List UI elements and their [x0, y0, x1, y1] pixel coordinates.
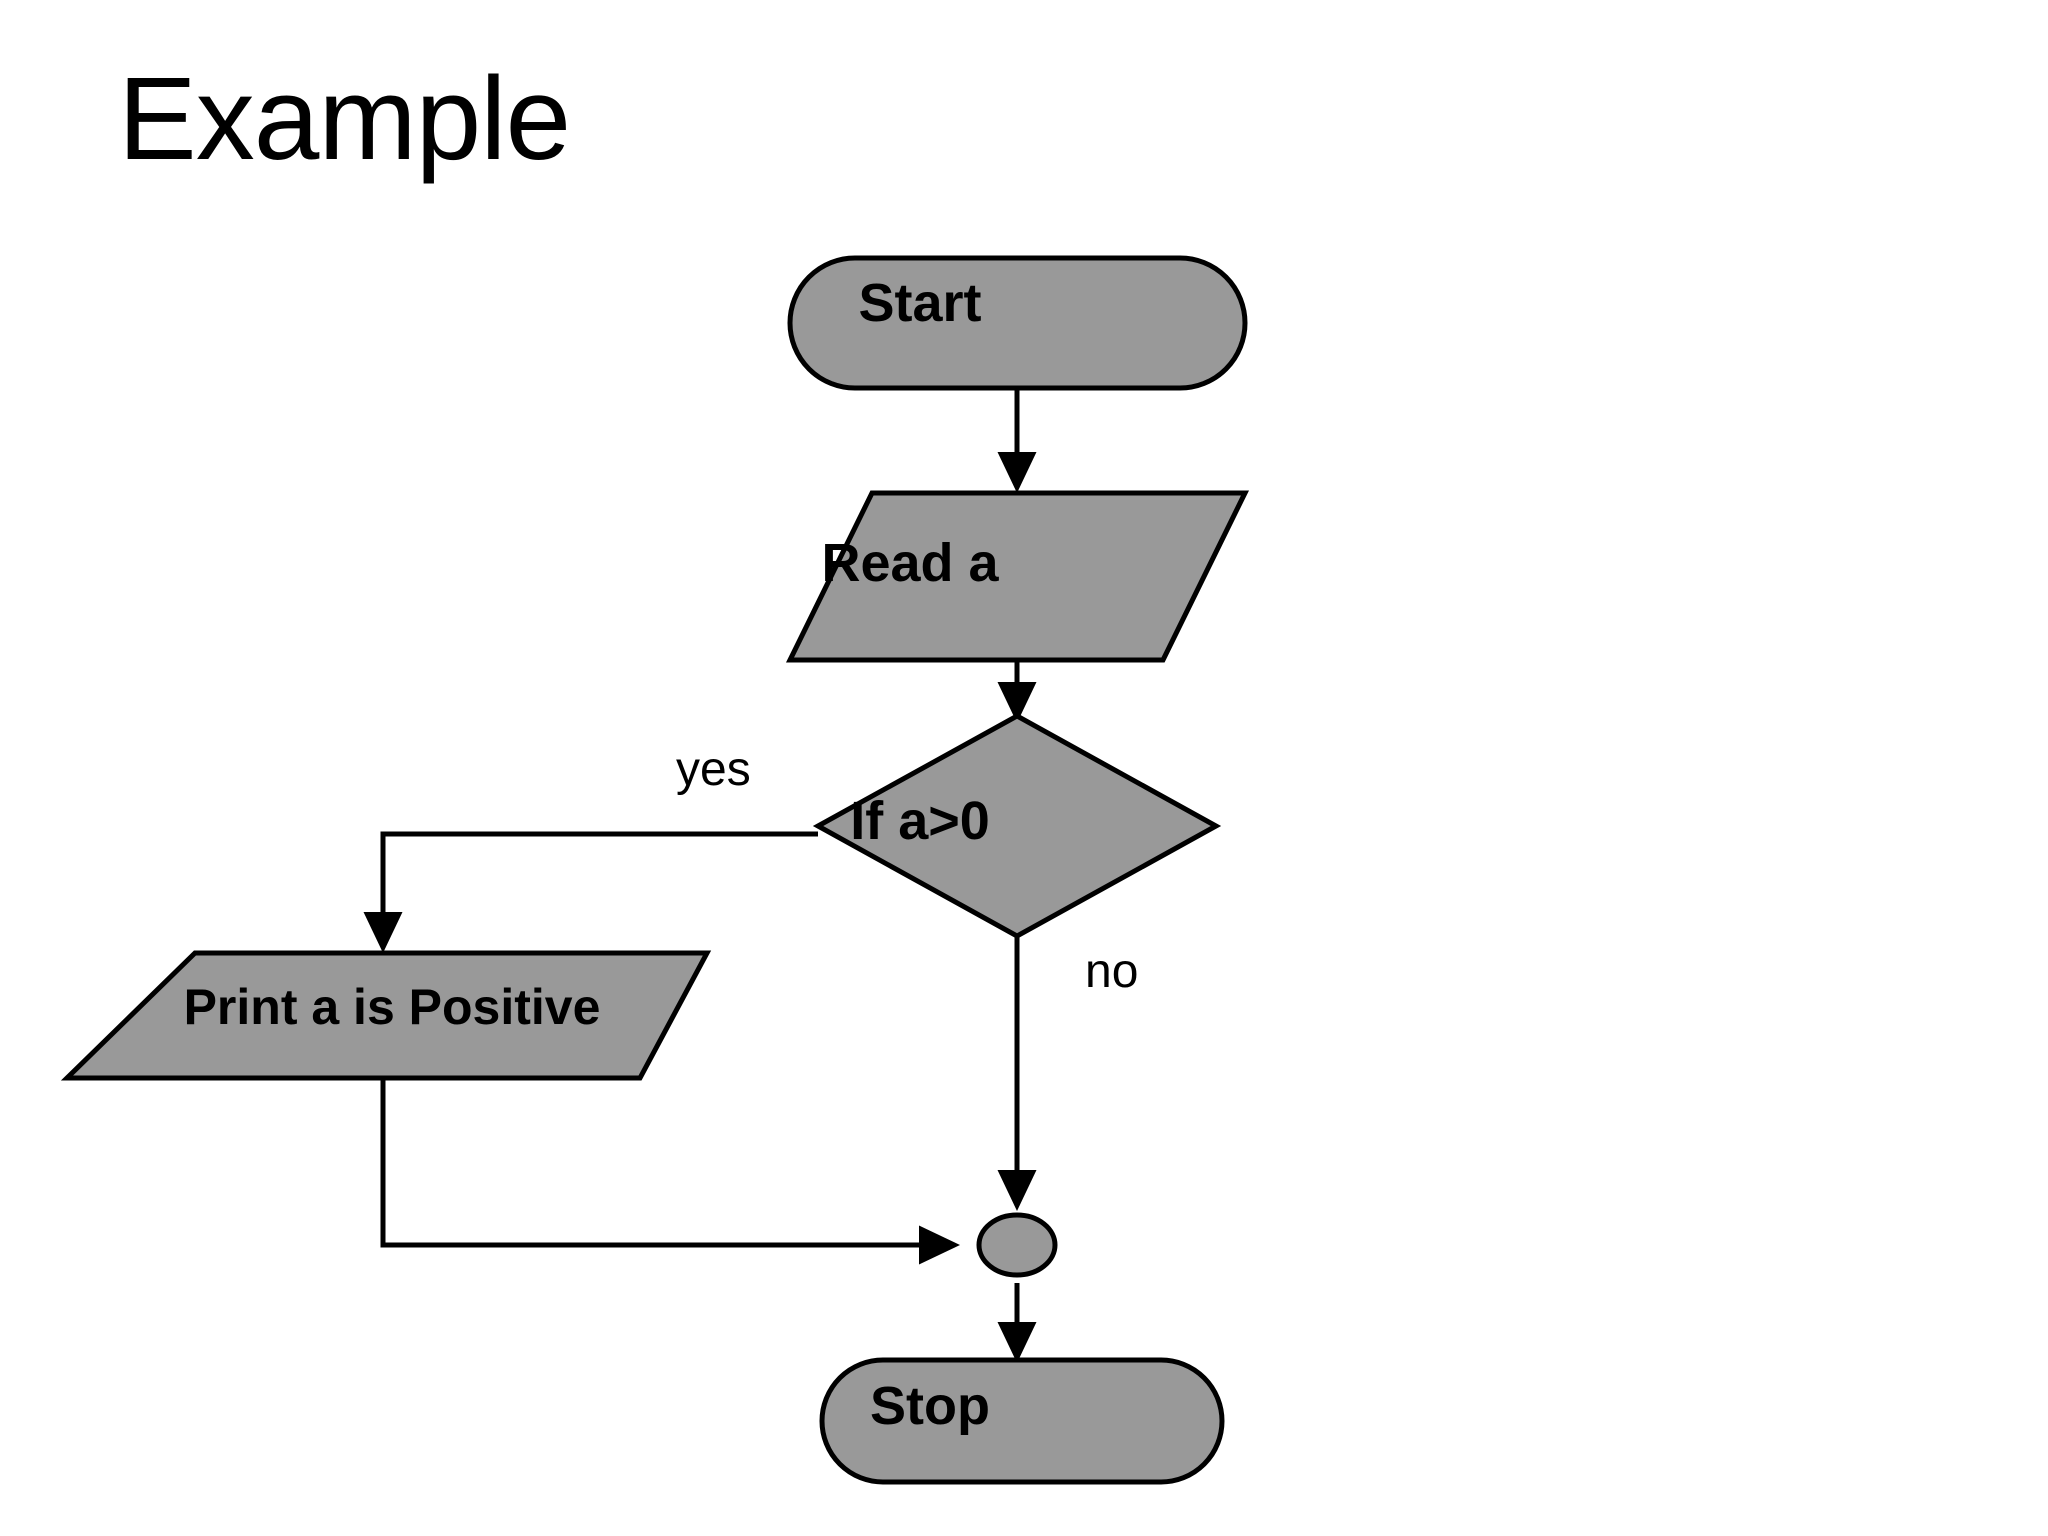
edge-print-to-merge	[380, 1078, 961, 1265]
node-decision-shape[interactable]	[812, 713, 1222, 939]
node-print-shape[interactable]	[60, 950, 712, 1081]
node-merge-junction[interactable]	[976, 1212, 1058, 1278]
shape-layer	[60, 255, 1250, 1485]
node-read-shape[interactable]	[785, 490, 1250, 663]
edge-decision-yes-to-print	[363, 831, 818, 954]
node-start-shape[interactable]	[787, 255, 1248, 391]
connector-layer	[363, 388, 1037, 1364]
page-title: Example	[118, 53, 571, 185]
node-stop-shape[interactable]	[819, 1357, 1225, 1485]
